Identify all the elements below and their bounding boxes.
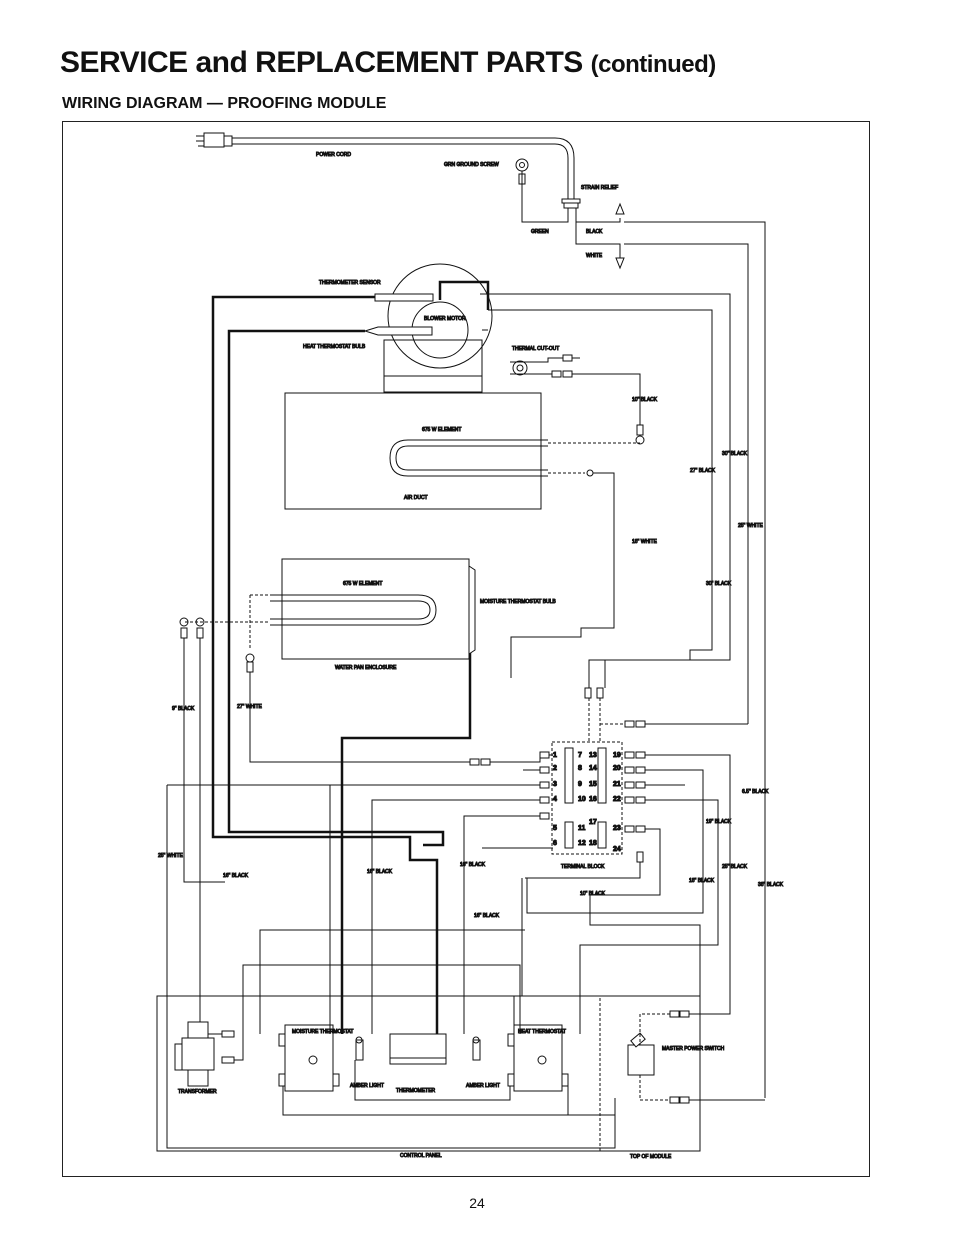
label-thermal-cutout: THERMAL CUT-OUT bbox=[512, 346, 559, 352]
wire-label: 10" BLACK bbox=[632, 397, 658, 403]
terminal-13: 13 bbox=[589, 752, 597, 759]
label-element-top: 675 W ELEMENT bbox=[422, 427, 461, 433]
terminal-5: 5 bbox=[553, 825, 557, 832]
wire-label: 6.5" BLACK bbox=[742, 789, 769, 795]
label-thermometer: THERMOMETER bbox=[396, 1088, 436, 1094]
terminal-11: 11 bbox=[578, 825, 586, 832]
power-cord bbox=[232, 137, 575, 200]
thermometer-sensor bbox=[374, 293, 434, 302]
water-pan-enclosure bbox=[281, 558, 470, 660]
amber-light-right-icon bbox=[472, 1036, 481, 1061]
page-title: SERVICE and REPLACEMENT PARTS (continued… bbox=[60, 46, 716, 80]
terminal-15: 15 bbox=[589, 781, 597, 788]
wire-label: 27" BLACK bbox=[690, 468, 716, 474]
moisture-thermostat-icon bbox=[278, 1024, 340, 1092]
page-title-main: SERVICE and REPLACEMENT PARTS bbox=[60, 46, 583, 79]
blower-motor-icon bbox=[383, 263, 493, 393]
label-green: GREEN bbox=[531, 229, 549, 235]
amber-light-left-icon bbox=[355, 1036, 364, 1061]
terminal-22: 22 bbox=[613, 796, 621, 803]
strain-relief-icon bbox=[561, 198, 581, 209]
terminal-8: 8 bbox=[578, 765, 582, 772]
wire-label: 16" BLACK bbox=[474, 913, 500, 919]
master-power-switch[interactable] bbox=[627, 1032, 655, 1076]
label-moisture-thermostat: MOISTURE THERMOSTAT bbox=[292, 1029, 353, 1035]
wire-label: 9" BLACK bbox=[172, 706, 195, 712]
label-top-of-module: TOP OF MODULE bbox=[630, 1154, 672, 1160]
label-strain-relief: STRAIN RELIEF bbox=[581, 185, 618, 191]
air-duct bbox=[284, 392, 542, 510]
label-amber-light-right: AMBER LIGHT bbox=[466, 1083, 500, 1089]
label-ground-screw: GRN GROUND SCREW bbox=[444, 162, 499, 168]
terminal-20: 20 bbox=[613, 765, 621, 772]
terminal-16: 16 bbox=[589, 796, 597, 803]
label-amber-light-left: AMBER LIGHT bbox=[350, 1083, 384, 1089]
label-black: BLACK bbox=[586, 229, 603, 235]
wire-label: 30" BLACK bbox=[722, 451, 748, 457]
heat-thermostat-icon bbox=[507, 1024, 569, 1092]
wire-label: 19" BLACK bbox=[706, 819, 732, 825]
terminal-10: 10 bbox=[578, 796, 586, 803]
terminal-14: 14 bbox=[589, 765, 597, 772]
diagram-frame bbox=[62, 121, 870, 1177]
label-heat-thermostat: HEAT THERMOSTAT bbox=[518, 1029, 566, 1035]
terminal-1: 1 bbox=[553, 752, 557, 759]
power-plug-icon bbox=[196, 132, 233, 148]
label-heat-thermostat-bulb: HEAT THERMOSTAT BULB bbox=[303, 344, 366, 350]
heating-element-top bbox=[389, 439, 548, 477]
terminal-24: 24 bbox=[613, 846, 621, 853]
label-moisture-thermostat-bulb: MOISTURE THERMOSTAT BULB bbox=[480, 599, 556, 605]
terminal-17: 17 bbox=[589, 819, 597, 826]
terminal-4: 4 bbox=[553, 796, 557, 803]
terminal-19: 19 bbox=[613, 752, 621, 759]
label-white: WHITE bbox=[586, 253, 603, 259]
control-panel bbox=[156, 995, 701, 1152]
thermal-cutout-icon bbox=[510, 360, 530, 376]
label-water-pan-enclosure: WATER PAN ENCLOSURE bbox=[335, 665, 397, 671]
wire-label: 25" WHITE bbox=[738, 523, 763, 529]
moisture-thermostat-bulb bbox=[468, 565, 476, 655]
terminal-3: 3 bbox=[553, 781, 557, 788]
terminal-block bbox=[551, 741, 623, 855]
page-title-suffix: (continued) bbox=[590, 51, 717, 78]
wire-label: 16" BLACK bbox=[223, 873, 249, 879]
section-subtitle: WIRING DIAGRAM — PROOFING MODULE bbox=[62, 95, 387, 112]
terminal-2: 2 bbox=[553, 765, 557, 772]
terminal-6: 6 bbox=[553, 840, 557, 847]
heat-thermostat-bulb bbox=[363, 326, 433, 336]
top-of-module-region bbox=[599, 995, 701, 1152]
label-blower-motor: BLOWER MOTOR bbox=[424, 316, 466, 322]
page-number: 24 bbox=[469, 1195, 485, 1211]
wire-label: 25" BLACK bbox=[722, 864, 748, 870]
wire-label: 38" BLACK bbox=[758, 882, 784, 888]
thermometer-icon bbox=[389, 1033, 447, 1065]
label-transformer: TRANSFORMER bbox=[178, 1089, 217, 1095]
wire-label: 16" BLACK bbox=[367, 869, 393, 875]
transformer-icon bbox=[181, 1021, 235, 1087]
label-power-cord: POWER CORD bbox=[316, 152, 351, 158]
label-control-panel: CONTROL PANEL bbox=[400, 1153, 442, 1159]
wire-label: 18" BLACK bbox=[689, 878, 715, 884]
terminal-18: 18 bbox=[589, 840, 597, 847]
wire-label: 25" WHITE bbox=[158, 853, 183, 859]
terminal-9: 9 bbox=[578, 781, 582, 788]
terminal-21: 21 bbox=[613, 781, 621, 788]
terminal-23: 23 bbox=[613, 825, 621, 832]
label-master-power-switch: MASTER POWER SWITCH bbox=[662, 1046, 725, 1052]
label-air-duct: AIR DUCT bbox=[404, 495, 428, 501]
label-element-bottom: 675 W ELEMENT bbox=[343, 581, 382, 587]
wire-label: 30" BLACK bbox=[706, 581, 732, 587]
wire-label: 18" WHITE bbox=[632, 539, 657, 545]
label-thermometer-sensor: THERMOMETER SENSOR bbox=[319, 280, 381, 286]
terminal-12: 12 bbox=[578, 840, 586, 847]
ground-screw-icon bbox=[515, 158, 529, 185]
wire-label: 16" BLACK bbox=[460, 862, 486, 868]
heating-element-bottom bbox=[270, 594, 437, 626]
terminal-7: 7 bbox=[578, 752, 582, 759]
wire-label: 27" WHITE bbox=[237, 704, 262, 710]
label-terminal-block: TERMINAL BLOCK bbox=[561, 864, 605, 870]
wire-label: 10" BLACK bbox=[580, 891, 606, 897]
